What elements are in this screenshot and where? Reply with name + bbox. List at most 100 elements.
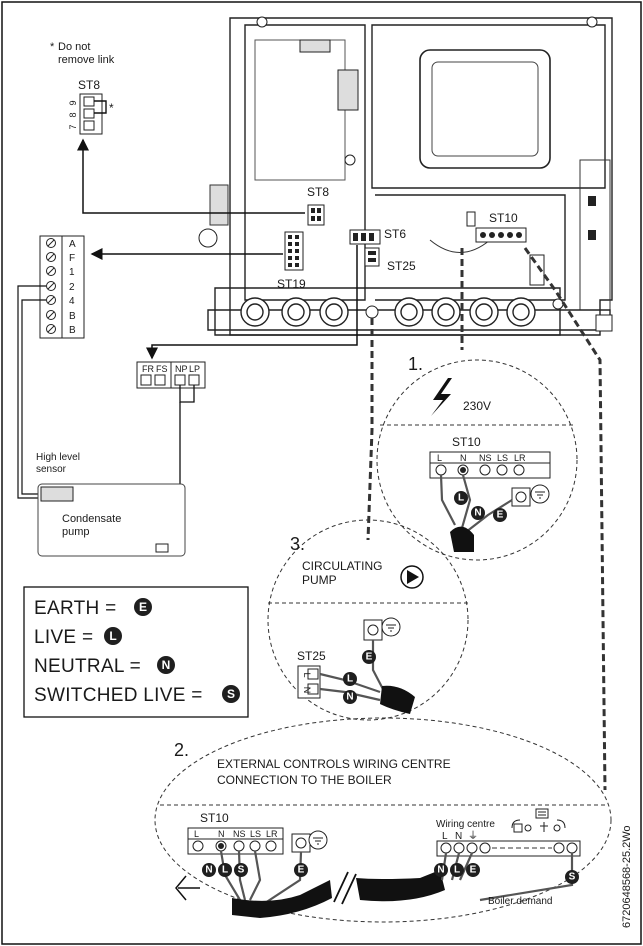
pump-label-fr: FR xyxy=(142,364,154,374)
legend-neutral-symbol: N xyxy=(162,658,171,672)
terminal-label-b1: B xyxy=(69,311,76,322)
wc-wire-s: S xyxy=(569,872,576,883)
pump-connector xyxy=(136,361,206,389)
pump-label-np: NP xyxy=(175,364,188,374)
section-1-cable-sheath xyxy=(450,526,474,552)
document-id: 6720648568-25.2Wo xyxy=(621,825,633,928)
section-1-earth-terminal xyxy=(511,484,550,507)
st8-pin-7: 7 xyxy=(68,124,78,129)
section-2-connector-label: ST10 xyxy=(200,811,229,825)
st8-label: ST8 xyxy=(78,78,100,92)
wiring-centre-icons xyxy=(511,808,566,833)
st8-connector xyxy=(79,93,107,135)
section-2-cable-left xyxy=(232,880,332,918)
section-2-cable-right xyxy=(356,870,445,902)
board-label-st25: ST25 xyxy=(387,259,416,273)
wc-term-l: L xyxy=(442,831,448,842)
st8-pin-8: 8 xyxy=(68,112,78,117)
condensate-cable-gland xyxy=(155,543,169,553)
legend-live-symbol: L xyxy=(109,629,116,643)
st8-pin-9: 9 xyxy=(68,100,78,105)
section-1-cable xyxy=(439,474,513,533)
s3-wire-e: E xyxy=(366,652,373,663)
s2-term-n: N xyxy=(218,829,225,839)
s1-wire-l: L xyxy=(458,493,464,504)
legend-switched-live-symbol: S xyxy=(227,687,235,701)
section-1-connector-label: ST10 xyxy=(452,435,481,449)
terminal-label-f: F xyxy=(69,253,75,264)
condensate-label-line2: pump xyxy=(62,526,90,538)
high-level-sensor xyxy=(40,486,74,502)
wiring-centre-label: Wiring centre xyxy=(436,819,495,830)
terminal-label-2: 2 xyxy=(69,282,75,293)
pump-label-lp: LP xyxy=(189,364,200,374)
legend-earth-symbol: E xyxy=(139,600,147,614)
s1-wire-e: E xyxy=(497,510,504,521)
s3-wire-l: L xyxy=(347,674,353,685)
terminal-label-1: 1 xyxy=(69,267,75,278)
condensate-label-line1: Condensate xyxy=(62,513,121,525)
section-3-title-line2: PUMP xyxy=(302,573,337,587)
board-label-st6: ST6 xyxy=(384,227,406,241)
section-2-number: 2. xyxy=(174,740,189,760)
dash-path-wiring-centre xyxy=(523,247,607,791)
st8-arrow xyxy=(77,138,305,214)
legend-neutral-label: NEUTRAL = xyxy=(34,656,141,677)
wc-wire-n: N xyxy=(437,865,444,876)
s1-wire-n: N xyxy=(474,508,481,519)
st6-arrow xyxy=(146,245,358,360)
s3-wire-n: N xyxy=(346,692,353,703)
lightning-icon xyxy=(431,378,452,416)
s2-term-ls: LS xyxy=(250,829,261,839)
st8-link-asterisk: * xyxy=(109,101,114,115)
section-1-terminal-block xyxy=(429,451,551,479)
sensor-label-line1: High level xyxy=(36,452,80,463)
note-line2: remove link xyxy=(58,54,115,66)
s1-term-ns: NS xyxy=(479,453,492,463)
section-3-number: 3. xyxy=(290,534,305,554)
note-line1: Do not xyxy=(58,41,90,53)
section-3-terminal-block xyxy=(297,665,321,699)
terminal-label-4: 4 xyxy=(69,296,75,307)
note-asterisk: * xyxy=(50,41,55,53)
s2-wire-e: E xyxy=(298,865,305,876)
s2-term-ns: NS xyxy=(233,829,246,839)
boiler-circuit-board xyxy=(198,16,613,336)
boiler-demand-label: Boiler demand xyxy=(488,896,552,907)
s1-term-l: L xyxy=(437,453,442,463)
section-2-detail xyxy=(154,717,612,923)
board-label-st19: ST19 xyxy=(277,277,306,291)
dash-path-st25 xyxy=(366,318,374,541)
s3-term-n: N xyxy=(302,687,312,694)
wiring-centre-wires xyxy=(440,852,574,902)
cable-break-mark xyxy=(333,871,357,905)
pump-arrow-icon xyxy=(407,570,419,584)
cable-exit-arrow-icon xyxy=(175,875,200,901)
pump-link-wire xyxy=(179,385,195,403)
s2-term-lr: LR xyxy=(266,829,278,839)
s2-wire-n: N xyxy=(205,865,212,876)
condensate-pump-box xyxy=(37,483,186,557)
section-3-title-line1: CIRCULATING xyxy=(302,559,382,573)
section-2-title-line1: EXTERNAL CONTROLS WIRING CENTRE xyxy=(217,757,451,771)
s1-term-n: N xyxy=(460,453,467,463)
legend-live-label: LIVE = xyxy=(34,627,93,648)
s3-term-l: L xyxy=(302,672,312,677)
board-label-st8: ST8 xyxy=(307,185,329,199)
section-3-connector-label: ST25 xyxy=(297,649,326,663)
section-3-cable-sheath xyxy=(380,685,415,714)
wc-term-earth: ⏚ xyxy=(468,830,478,842)
section-3-earth-terminal xyxy=(363,617,401,641)
s2-wire-s: S xyxy=(238,865,245,876)
section-1-number: 1. xyxy=(408,354,423,374)
voltage-label: 230V xyxy=(463,399,491,413)
pump-label-fs: FS xyxy=(156,364,168,374)
s1-term-lr: LR xyxy=(514,453,526,463)
legend-earth-label: EARTH = xyxy=(34,598,117,619)
terminal-label-b2: B xyxy=(69,325,76,336)
section-1-detail xyxy=(376,359,578,561)
wc-wire-l: L xyxy=(454,865,460,876)
s1-term-ls: LS xyxy=(497,453,508,463)
